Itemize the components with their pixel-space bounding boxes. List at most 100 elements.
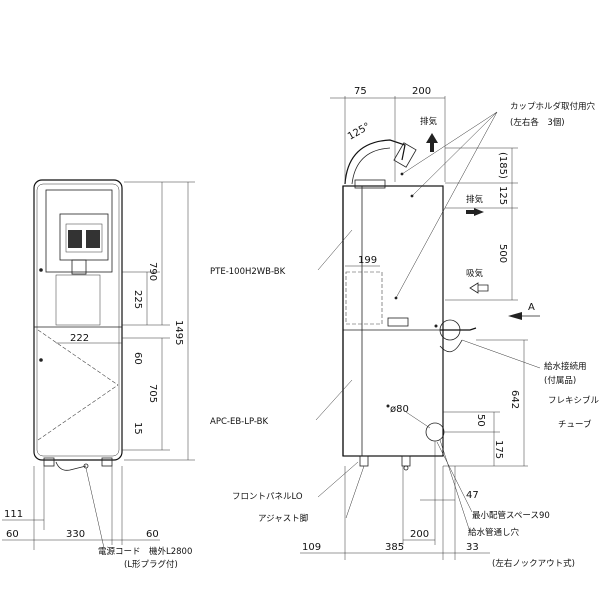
- pipe-hole-label: 給水管通し穴: [468, 527, 520, 538]
- dim-75: 75: [354, 86, 367, 97]
- min-space-leader: [436, 441, 473, 513]
- power-cord: [55, 461, 87, 471]
- side-foot-bolt: [403, 465, 409, 471]
- front-panel-label: フロントパネルLO: [232, 492, 303, 502]
- front-foot-left: [43, 457, 55, 467]
- side-view: 75 200 125° (185) 125 500 642 50 175 199…: [210, 86, 600, 569]
- holder-slot: [387, 317, 409, 327]
- front-view: 790 1495 225 60 705 15 222 111 60 330 60…: [2, 179, 195, 570]
- knockout-label: (左右ノックアウト式): [492, 558, 575, 569]
- min-space-label: 最小配管スペース90: [472, 510, 550, 521]
- view-a-arrow: [508, 312, 522, 320]
- upper-panel: [45, 189, 113, 273]
- dim-111: 111: [4, 509, 23, 520]
- dim-1495: 1495: [173, 320, 184, 345]
- exhaust-label-top: 排気: [420, 116, 438, 127]
- dim-33: 33: [466, 542, 479, 553]
- cup-holder-sub-label: (左右各 3個): [510, 117, 565, 128]
- dim-200-top: 200: [412, 86, 431, 97]
- door-arc: [344, 139, 406, 185]
- front-body-inner: [36, 183, 120, 457]
- dim-125-angle: 125°: [346, 121, 372, 143]
- intake-arrow: [469, 282, 489, 294]
- intake-label: 吸気: [466, 268, 484, 279]
- dim-500: 500: [497, 244, 508, 263]
- water-conn-leader: [461, 339, 541, 369]
- side-foot-left: [359, 455, 369, 467]
- pipe-hole: [425, 422, 445, 442]
- cup-leader-3: [395, 111, 498, 299]
- front-foot-right: [101, 457, 113, 467]
- dim-642: 642: [509, 390, 520, 409]
- nozzle: [71, 259, 87, 275]
- dim-60: 60: [132, 352, 143, 365]
- cup-hole-1: [400, 172, 404, 176]
- display-digits-left: [68, 230, 82, 248]
- cup-hole-2: [410, 194, 414, 198]
- display-panel: [59, 213, 109, 261]
- display-opening: [345, 271, 383, 325]
- top-cap: [354, 179, 386, 189]
- lower-cross-b: [37, 384, 119, 441]
- dim-47: 47: [466, 490, 479, 501]
- model-top-leader: [317, 229, 353, 271]
- water-conn-sub-label: (付属品): [544, 375, 576, 386]
- door-arc-inner: [351, 147, 391, 185]
- dim-222: 222: [70, 333, 89, 344]
- model-bottom-label: APC-EB-LP-BK: [210, 417, 268, 427]
- dim-125: 125: [497, 186, 508, 205]
- power-cord-label: 電源コード 機外L2800: [98, 546, 192, 557]
- cup-leader-1: [401, 111, 498, 175]
- dim-185: (185): [497, 152, 508, 179]
- flex-tube: [439, 339, 463, 353]
- side-foot-right: [401, 455, 411, 467]
- cup-leader-2: [411, 111, 498, 197]
- exhaust-up-arrow: [426, 133, 438, 152]
- dim-199: 199: [358, 255, 377, 266]
- dia80-leader: [405, 411, 431, 429]
- lower-cross-a: [37, 329, 119, 386]
- dim-15: 15: [132, 422, 143, 435]
- side-body-outline: [342, 185, 444, 457]
- dim-705: 705: [147, 384, 158, 403]
- dim-200-bot: 200: [410, 529, 429, 540]
- cord-leader: [85, 467, 105, 549]
- front-dot-upper: [39, 268, 43, 272]
- tube-label: チューブ: [558, 419, 592, 430]
- dim-175: 175: [493, 440, 504, 459]
- side-dot-a: [386, 404, 390, 408]
- front-panel-leader: [317, 461, 359, 498]
- dim-330: 330: [66, 529, 85, 540]
- adjuster-leader: [345, 465, 365, 519]
- model-top-label: PTE-100H2WB-BK: [210, 267, 286, 277]
- cup-hole-3: [394, 296, 398, 300]
- pipe-hole-leader: [439, 439, 471, 533]
- cup-holder-label: カップホルダ取付用穴: [510, 101, 596, 112]
- model-bottom-leader: [315, 379, 353, 421]
- view-a-label: A: [528, 302, 535, 313]
- flexible-label: フレキシブル: [548, 395, 600, 406]
- front-body-outline: [33, 179, 123, 461]
- dim-225: 225: [132, 290, 143, 309]
- door-swing-tab: [393, 142, 417, 168]
- dim-109: 109: [302, 542, 321, 553]
- exhaust-label-right: 排気: [466, 194, 484, 205]
- side-dot-b: [434, 324, 438, 328]
- adjuster-label: アジャスト脚: [258, 513, 308, 524]
- exhaust-right-arrow: [466, 208, 484, 216]
- dim-790: 790: [147, 262, 158, 281]
- dim-60a: 60: [6, 529, 19, 540]
- dim-50: 50: [475, 414, 486, 427]
- cup-area: [55, 274, 101, 326]
- display-digits-right: [86, 230, 100, 248]
- dim-60b: 60: [146, 529, 159, 540]
- display-screen: [65, 223, 103, 253]
- dim-dia80: ø80: [390, 404, 409, 415]
- dim-385: 385: [385, 542, 404, 553]
- water-connector-pipe: [440, 327, 477, 331]
- plug-label: (L形プラグ付): [124, 559, 178, 570]
- water-conn-label: 給水接続用: [544, 361, 587, 372]
- front-dot-lower: [39, 358, 43, 362]
